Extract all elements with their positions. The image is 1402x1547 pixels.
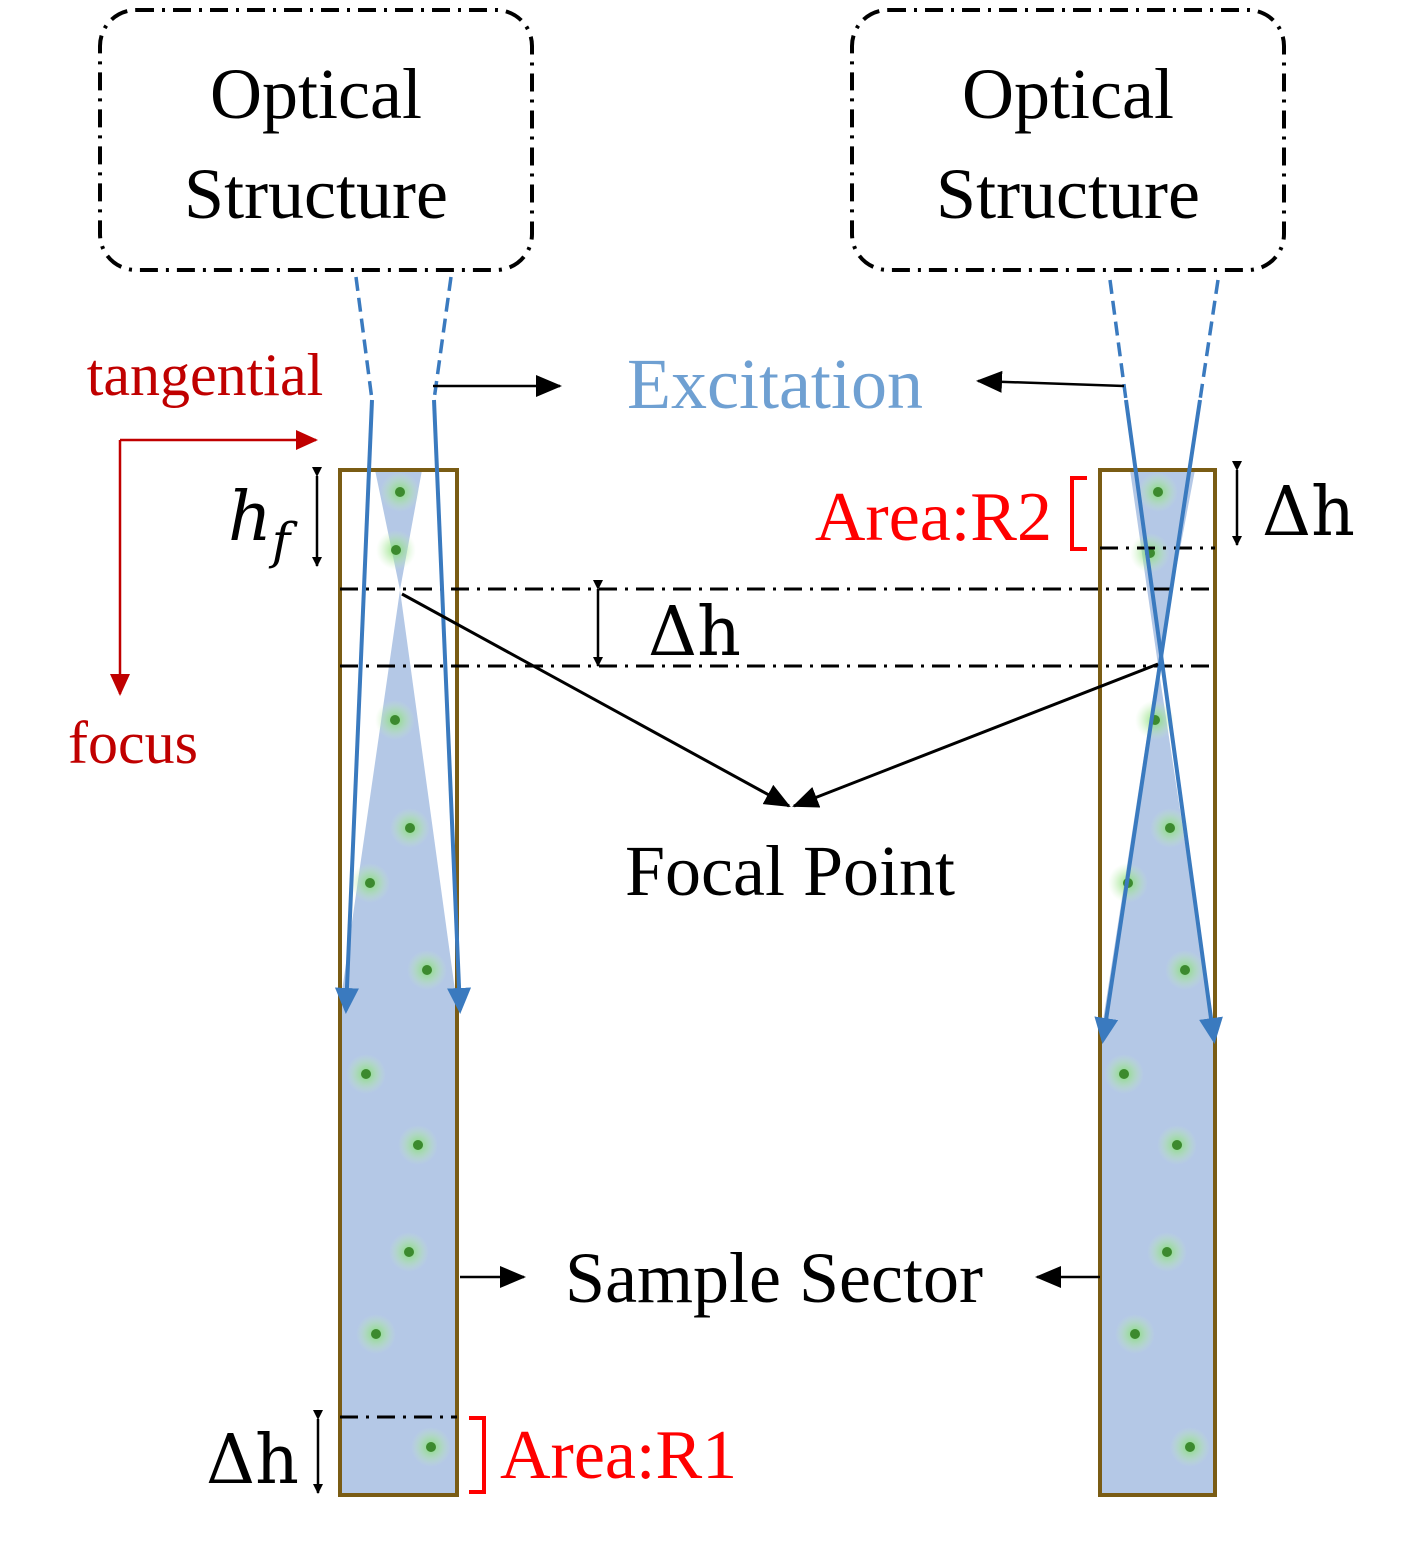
particle-dot bbox=[350, 863, 390, 903]
beam-ray-left-b bbox=[432, 399, 472, 1014]
particle-dot bbox=[407, 950, 447, 990]
particle-dot bbox=[1115, 1314, 1155, 1354]
optical-structure-left-line2: Structure bbox=[184, 154, 448, 234]
excitation-arrow-icon-right bbox=[976, 370, 1125, 393]
axis-arrows-icon bbox=[110, 430, 318, 696]
optical-structure-left-line1: Optical bbox=[210, 54, 422, 134]
focal-point-arrow-icon-left bbox=[401, 592, 791, 808]
area-r2-label: Area:R2 bbox=[815, 479, 1052, 556]
dashdot-rounded-box-icon bbox=[98, 8, 534, 272]
particle-dot bbox=[1138, 472, 1178, 512]
dashdot-rounded-box-icon bbox=[850, 8, 1286, 272]
particle-dot bbox=[1170, 1427, 1210, 1467]
sample-sector-label: Sample Sector bbox=[565, 1238, 983, 1318]
particle-dot bbox=[1147, 1232, 1187, 1272]
beam-ray-right-b bbox=[1094, 399, 1202, 1044]
particle-dot bbox=[411, 1427, 451, 1467]
particle-dot bbox=[1157, 1125, 1197, 1165]
particle-dot bbox=[390, 808, 430, 848]
particle-dot bbox=[346, 1054, 386, 1094]
delta-h-label-bottom: Δh bbox=[206, 1421, 299, 1500]
optical-structure-right: Optical Structure bbox=[850, 8, 1286, 272]
particle-dot bbox=[1165, 950, 1205, 990]
particle-dot bbox=[356, 1314, 396, 1354]
particle-dot bbox=[380, 472, 420, 512]
particle-dot bbox=[389, 1232, 429, 1272]
sample-sector-right bbox=[1098, 468, 1217, 1497]
delta-h-label-middle: Δh bbox=[648, 593, 741, 672]
optical-structure-left: Optical Structure bbox=[98, 8, 534, 272]
delta-h-label-right: Δh bbox=[1262, 473, 1355, 552]
optical-structure-right-line1: Optical bbox=[962, 54, 1174, 134]
optical-structure-right-line2: Structure bbox=[936, 154, 1200, 234]
area-r2-bracket bbox=[1070, 476, 1087, 551]
particle-dot bbox=[376, 530, 416, 570]
tangential-label: tangential bbox=[87, 342, 324, 408]
excitation-beam-right bbox=[1094, 279, 1223, 1044]
area-r1-bracket bbox=[469, 1416, 486, 1494]
beam-ray-right-a bbox=[1124, 399, 1223, 1044]
excitation-beam-left bbox=[334, 276, 472, 1014]
particle-dot bbox=[1150, 808, 1190, 848]
particles bbox=[346, 472, 1210, 1467]
hf-label: hf bbox=[228, 478, 298, 570]
excitation-label: Excitation bbox=[627, 344, 923, 424]
focus-label: focus bbox=[68, 710, 198, 776]
focal-point-label: Focal Point bbox=[625, 831, 955, 911]
focal-point-arrow-icon-right bbox=[792, 662, 1159, 808]
beam-ray-left-a bbox=[334, 399, 374, 1014]
particle-dot bbox=[375, 700, 415, 740]
area-r1-label: Area:R1 bbox=[500, 1417, 737, 1494]
particle-dot bbox=[398, 1125, 438, 1165]
reference-lines bbox=[340, 546, 1215, 1419]
particle-dot bbox=[1104, 1054, 1144, 1094]
